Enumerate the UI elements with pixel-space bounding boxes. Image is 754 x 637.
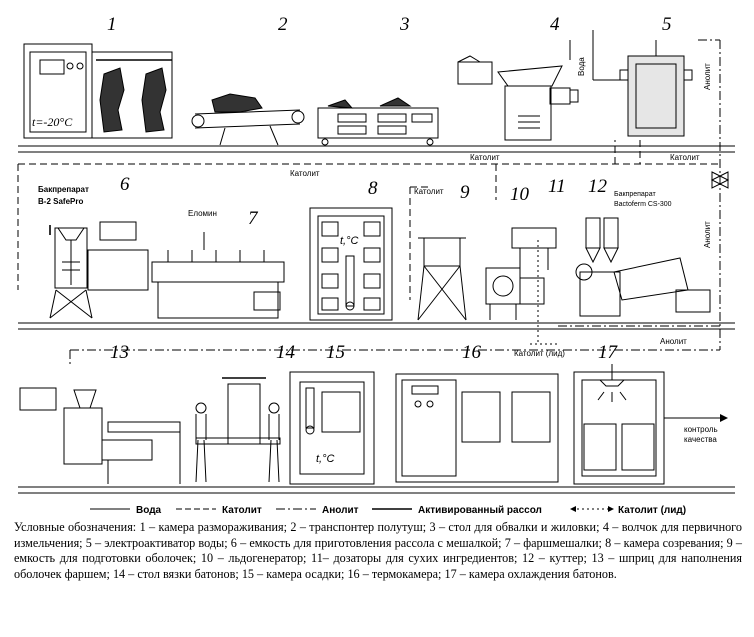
item-number-14: 14 [276, 342, 296, 363]
caption-item-16: 16 – термокамера; [347, 566, 445, 581]
katolit-label-9: Католит [414, 187, 444, 196]
legend-water: Вода [136, 505, 162, 516]
temperature-label-15: t,°C [316, 453, 335, 465]
anolit-label-right2: Анолит [703, 221, 712, 248]
bakpreparat-name: В-2 SafePro [38, 197, 83, 206]
katolit-lid-label: Католит (лид) [514, 349, 565, 358]
temperature-label-8: t,°C [340, 235, 359, 247]
item-number-12: 12 [588, 176, 608, 197]
cooling-chamber [573, 364, 728, 485]
caption-item-11: 11– дозаторы для сухих ингредиентов; [311, 551, 523, 566]
caption-item-9: 9 – емкость для подготовки оболочек; [14, 535, 742, 566]
caption-intro: Условные обозначения: [14, 520, 140, 534]
bakpreparat2-name: Bactoferm CS-300 [614, 201, 672, 208]
item-number-3: 3 [399, 14, 410, 35]
item-number-16: 16 [462, 342, 482, 363]
item-number-17: 17 [598, 342, 619, 363]
item-number-6: 6 [120, 174, 130, 195]
legend-catholyte: Католит [222, 505, 262, 516]
caption-item-3: 3 – стол для обвалки и жиловки; [429, 520, 603, 534]
item-number-7: 7 [248, 208, 259, 229]
item-number-13: 13 [110, 342, 129, 363]
anolit-label-right: Анолит [703, 63, 712, 90]
caption-item-13: 13 – шприц для наполнения оболочек фарше… [14, 551, 743, 581]
sausage-tying-table [195, 377, 281, 483]
legend-brine: Активированный рассол [418, 505, 542, 516]
caption-item-8: 8 – камера созревания; [605, 535, 727, 550]
sausage-filler [19, 387, 181, 484]
thermal-chamber [395, 373, 559, 483]
pipe-network [17, 30, 730, 365]
ice-generator [485, 267, 545, 320]
kontrol-label: контроль [684, 425, 718, 434]
meat-grinder [457, 55, 579, 141]
kachestva-label: качества [684, 435, 717, 444]
thawing-chamber [23, 43, 173, 139]
bakpreparat-label: Бакпрепарат [38, 185, 89, 194]
katolit-label-4: Католит [470, 153, 500, 162]
caption-item-2: 2 – транспонтер полутуш; [290, 520, 430, 534]
boning-table [317, 97, 439, 146]
caption-item-10: 10 – льдогенератор; [200, 551, 312, 566]
caption-item-12: 12 – куттер; [522, 551, 592, 566]
item-numbers: 1 2 3 4 5 6 7 8 9 10 11 12 13 14 15 16 1… [107, 14, 672, 363]
caption-item-7: 7 – фаршмешалки; [504, 535, 606, 550]
item-number-8: 8 [368, 178, 378, 199]
anolit-label-bottom: Анолит [660, 337, 687, 346]
casing-preparation-tank [417, 237, 467, 321]
bowl-cutter [575, 257, 711, 317]
brine-tank [49, 221, 149, 319]
caption-item-4: 4 – волчок для первичного измельчения; [14, 520, 742, 550]
caption-item-17: 17 – камера охлаждения батонов. [444, 566, 617, 581]
katolit-label-row1: Католит [290, 169, 320, 178]
elomin-label: Еломин [188, 209, 217, 218]
water-electroactivator [619, 40, 693, 137]
process-flow-diagram: 1 2 3 4 5 6 7 8 9 10 11 12 13 14 15 16 1… [17, 14, 735, 516]
bakpreparat2-label: Бакпрепарат [614, 191, 656, 198]
dry-ingredient-dosers [511, 217, 619, 270]
settling-chamber [289, 371, 375, 485]
item-number-9: 9 [460, 182, 470, 203]
item-number-10: 10 [510, 184, 530, 205]
item-number-11: 11 [548, 176, 566, 197]
voda-label: Вода [577, 57, 586, 76]
caption-item-1: 1 – камера размораживания; [139, 520, 291, 534]
temperature-label: t=-20°C [32, 115, 73, 129]
caption-item-15: 15 – камера осадки; [241, 566, 348, 581]
item-number-5: 5 [662, 14, 672, 35]
katolit-label-row1b: Католит [670, 153, 700, 162]
caption-item-6: 6 – емкость для приготовления рассола с … [230, 535, 505, 550]
legend-catholyte-lid: Католит (лид) [618, 505, 686, 516]
legend-anolyte: Анолит [322, 505, 359, 516]
line-legend: Вода Католит Анолит Активированный рассо… [90, 505, 686, 516]
maturation-chamber [309, 207, 393, 321]
item-number-15: 15 [326, 342, 345, 363]
item-number-2: 2 [278, 14, 288, 35]
diagram-labels: t=-20°C t,°C t,°C Бакпрепарат В-2 SafePr… [32, 57, 718, 465]
legend-caption: Условные обозначения: 1 – камера размора… [14, 520, 742, 582]
item-number-4: 4 [550, 14, 560, 35]
mince-mixer [151, 232, 285, 319]
caption-item-5: 5 – электроактиватор воды; [85, 535, 231, 550]
carcass-conveyor [191, 93, 305, 146]
caption-item-14: 14 – стол вязки батонов; [112, 566, 242, 581]
item-number-1: 1 [107, 14, 117, 35]
